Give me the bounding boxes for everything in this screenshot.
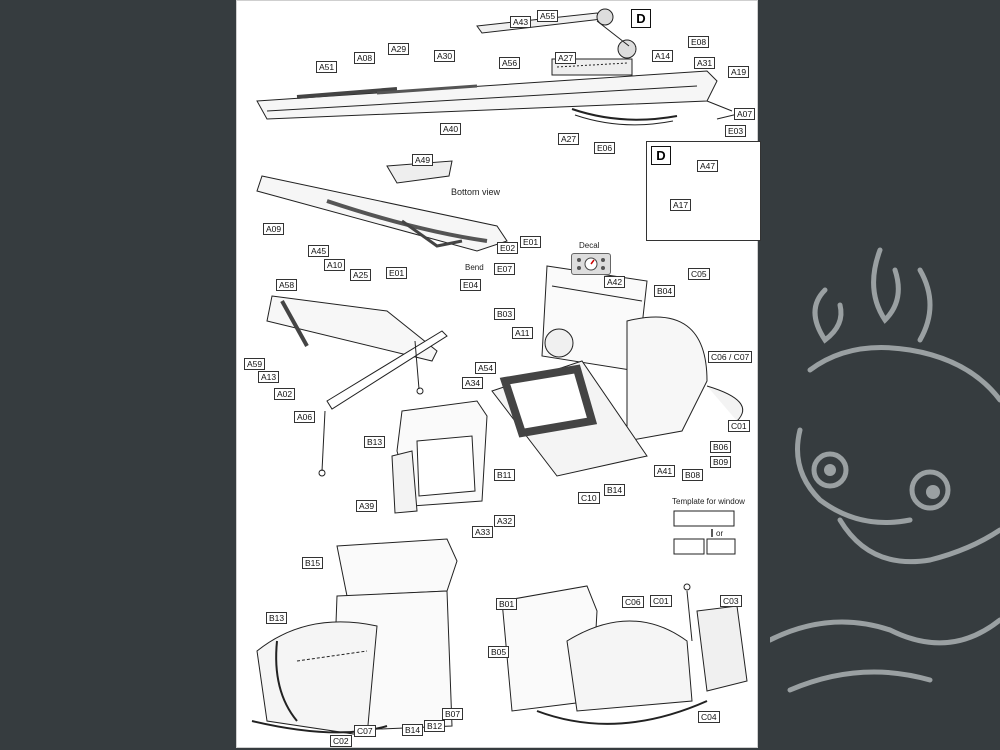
part-label: E04 xyxy=(460,279,482,291)
part-label: B01 xyxy=(496,598,518,610)
part-label: A30 xyxy=(434,50,456,62)
part-label: A54 xyxy=(475,362,497,374)
part-label: C06 / C07 xyxy=(708,351,753,363)
decal-caption: Decal xyxy=(579,241,600,250)
part-label: B12 xyxy=(424,720,446,732)
part-label: E03 xyxy=(725,125,747,137)
part-label: A06 xyxy=(294,411,316,423)
gargoyle-watermark-icon xyxy=(770,247,1000,693)
part-label: A31 xyxy=(694,57,716,69)
part-label: A02 xyxy=(274,388,296,400)
part-label: A42 xyxy=(604,276,626,288)
part-label: A11 xyxy=(512,327,533,339)
part-label: A08 xyxy=(354,52,376,64)
part-label: B15 xyxy=(302,557,324,569)
part-label: A55 xyxy=(537,10,559,22)
part-label: C03 xyxy=(720,595,742,607)
part-label: B14 xyxy=(402,724,424,736)
part-label: B09 xyxy=(710,456,732,468)
part-label: A19 xyxy=(728,66,750,78)
part-label: A14 xyxy=(652,50,674,62)
part-label: A17 xyxy=(670,199,692,211)
part-label: B07 xyxy=(442,708,464,720)
part-label: B13 xyxy=(266,612,288,624)
part-label: A39 xyxy=(356,500,378,512)
part-label: A25 xyxy=(350,269,372,281)
template-or-caption: or xyxy=(716,529,724,538)
part-label: A49 xyxy=(412,154,434,166)
part-label: A34 xyxy=(462,377,484,389)
part-label: A41 xyxy=(654,465,676,477)
part-label: C01 xyxy=(650,595,672,607)
part-label: B14 xyxy=(604,484,626,496)
part-label: A29 xyxy=(388,43,410,55)
bend-caption: Bend xyxy=(465,263,484,272)
part-label: A33 xyxy=(472,526,494,538)
part-label: C06 xyxy=(622,596,644,608)
part-label: C01 xyxy=(728,420,750,432)
part-label: A09 xyxy=(263,223,285,235)
part-label: A07 xyxy=(734,108,756,120)
bottom-view-caption: Bottom view xyxy=(451,187,501,197)
template-window-caption: Template for window xyxy=(672,497,745,506)
part-label: B03 xyxy=(494,308,516,320)
part-label: A59 xyxy=(244,358,266,370)
part-label: A51 xyxy=(316,61,338,73)
part-label: B06 xyxy=(710,441,732,453)
decal-gauge-cluster-icon xyxy=(571,253,611,275)
part-label: B05 xyxy=(488,646,510,658)
part-label: E01 xyxy=(386,267,408,279)
part-label: A10 xyxy=(324,259,346,271)
part-label: A45 xyxy=(308,245,330,257)
part-label: A27 xyxy=(558,133,580,145)
part-label: B04 xyxy=(654,285,676,297)
part-label: C02 xyxy=(330,735,352,747)
part-label: A58 xyxy=(276,279,298,291)
part-label: B13 xyxy=(364,436,386,448)
part-label: E06 xyxy=(594,142,616,154)
part-label: A13 xyxy=(258,371,280,383)
step-d-marker: D xyxy=(631,9,651,28)
part-label: C10 xyxy=(578,492,600,504)
part-label: B08 xyxy=(682,469,704,481)
part-label: A47 xyxy=(697,160,719,172)
part-label: B11 xyxy=(494,469,515,481)
part-label: A43 xyxy=(510,16,532,28)
part-label: E07 xyxy=(494,263,516,275)
part-label: E08 xyxy=(688,36,710,48)
part-label: A40 xyxy=(440,123,462,135)
part-label: A32 xyxy=(494,515,516,527)
inset-step-d-marker: D xyxy=(651,146,671,165)
instruction-sheet: D D Bottom view Bend Decal Template for … xyxy=(236,0,761,748)
part-label: A27 xyxy=(555,52,577,64)
part-label: C05 xyxy=(688,268,710,280)
part-label: C07 xyxy=(354,725,376,737)
part-label: A56 xyxy=(499,57,521,69)
part-label: C04 xyxy=(698,711,720,723)
part-label: E01 xyxy=(520,236,542,248)
part-label: E02 xyxy=(497,242,519,254)
inset-panel-d: D xyxy=(646,141,761,241)
assembly-drawings xyxy=(251,8,748,737)
